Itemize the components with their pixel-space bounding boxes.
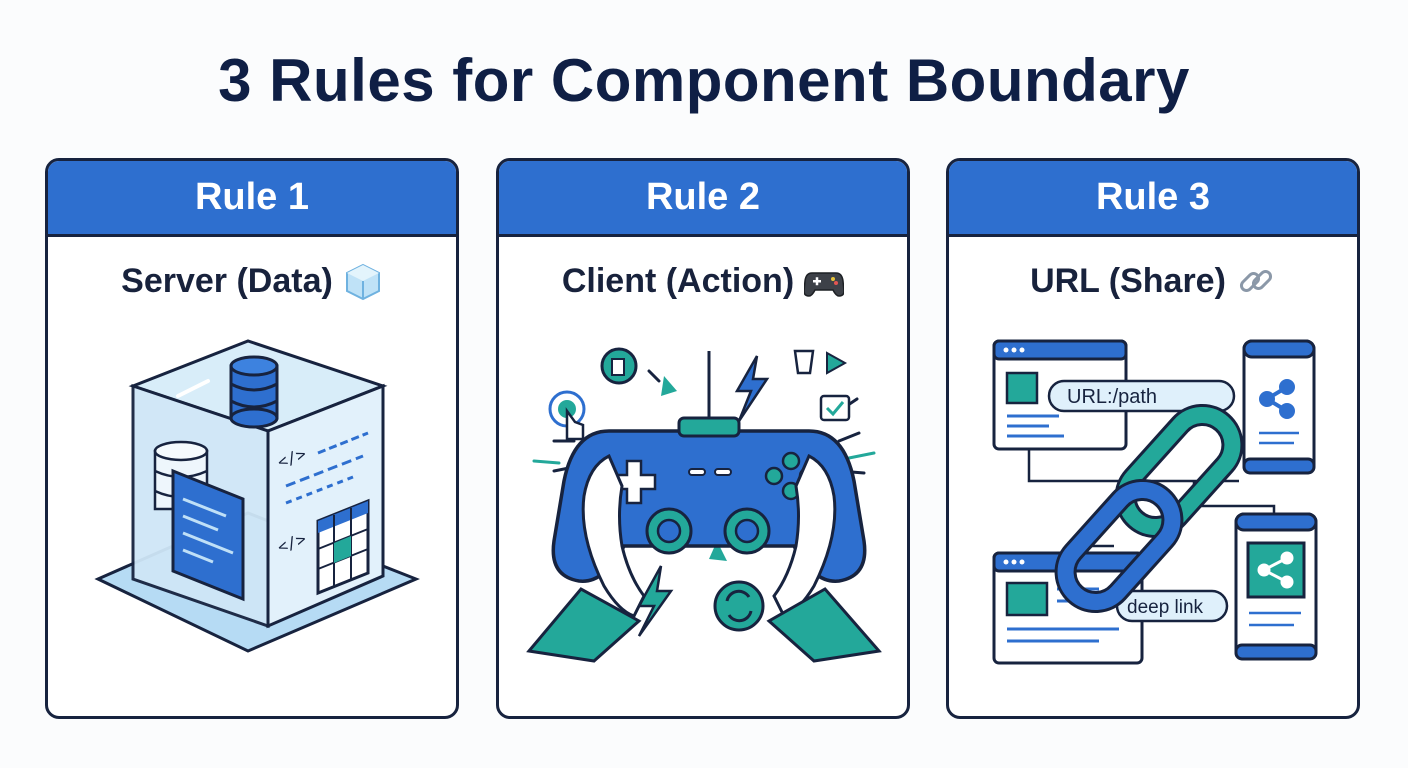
rule-3-header: Rule 3	[949, 161, 1357, 237]
gamepad-illustration	[551, 416, 867, 583]
code-window	[171, 468, 245, 602]
left-hand	[581, 453, 646, 618]
rule-2-subtitle-text: Client (Action)	[561, 261, 795, 300]
rule-1-header: Rule 1	[48, 161, 456, 237]
refresh-icon	[713, 580, 765, 632]
rule-1-subtitle: Server (Data)	[48, 261, 456, 301]
rule-card-2: Rule 2 Client (Action)	[496, 158, 910, 719]
rule-3-subtitle-text: URL (Share)	[1030, 261, 1226, 300]
phone-bottom	[1234, 512, 1318, 661]
rule-3-subtitle: URL (Share)	[949, 261, 1357, 301]
lightning-bolt-top	[734, 355, 770, 422]
rotate-icon	[600, 347, 638, 385]
left-sleeve	[526, 587, 642, 663]
server-data-illustration: </> </>	[48, 321, 456, 701]
cup-icon	[793, 349, 815, 375]
right-sleeve	[766, 587, 882, 663]
chain-link-icon	[1239, 269, 1272, 293]
url-share-illustration: URL:/path	[949, 321, 1357, 701]
play-icon	[826, 351, 848, 375]
chain-link-illustration	[1054, 403, 1244, 614]
svg-text:deep link: deep link	[1127, 597, 1204, 618]
rule-2-header: Rule 2	[499, 161, 907, 237]
lightning-bolt-bottom	[636, 565, 674, 637]
rule-1-subtitle-text: Server (Data)	[121, 261, 333, 300]
client-action-illustration	[499, 321, 907, 701]
share-icon-bottom	[1257, 551, 1294, 589]
deep-link-label: deep link	[1115, 589, 1229, 623]
checkbox-icon	[819, 394, 851, 422]
share-icon-top	[1259, 379, 1295, 419]
database-top-icon	[229, 355, 279, 429]
ice-cube-icon	[345, 263, 380, 301]
rule-card-1: Rule 1 Server (Data)	[45, 158, 459, 719]
rule-2-subtitle: Client (Action)	[499, 261, 907, 301]
svg-text:URL:/path: URL:/path	[1067, 386, 1157, 408]
page-title: 3 Rules for Component Boundary	[218, 47, 1190, 114]
phone-top	[1242, 339, 1316, 475]
url-path-label: URL:/path	[1047, 379, 1236, 413]
rule-card-3: Rule 3 URL (Share)	[946, 158, 1360, 719]
tap-icon	[548, 390, 586, 441]
game-controller-icon	[804, 272, 845, 297]
data-table-icon	[316, 498, 370, 596]
